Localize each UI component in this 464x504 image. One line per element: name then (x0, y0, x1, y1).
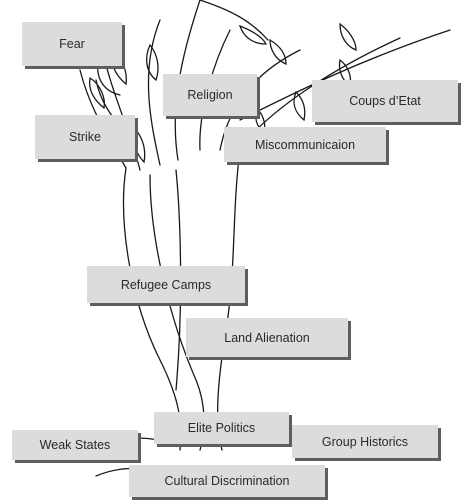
leaf (88, 76, 106, 110)
leaf (145, 43, 159, 82)
leaf (238, 24, 268, 45)
religion-box: Religion (163, 74, 257, 116)
branch-mid-1 (147, 19, 161, 166)
trunk-line-4 (175, 169, 182, 391)
weak-states-box: Weak States (12, 430, 138, 460)
trunk-inner-line (149, 174, 205, 451)
coups-detat-box: Coups d’Etat (312, 80, 458, 122)
fear-box: Fear (22, 22, 122, 66)
branch-top (199, 0, 269, 41)
leaf (269, 38, 287, 65)
strike-box: Strike (35, 115, 135, 159)
leaf (293, 90, 306, 122)
elite-politics-box: Elite Politics (154, 412, 289, 444)
cultural-discrimination-box: Cultural Discrimination (129, 465, 325, 497)
miscommunication-box: Miscommunicaion (224, 127, 386, 162)
refugee-camps-box: Refugee Camps (87, 266, 245, 303)
land-alienation-box: Land Alienation (186, 318, 348, 357)
leaf (339, 22, 357, 51)
group-historics-box: Group Historics (292, 425, 438, 458)
branch-right-3 (239, 29, 451, 121)
